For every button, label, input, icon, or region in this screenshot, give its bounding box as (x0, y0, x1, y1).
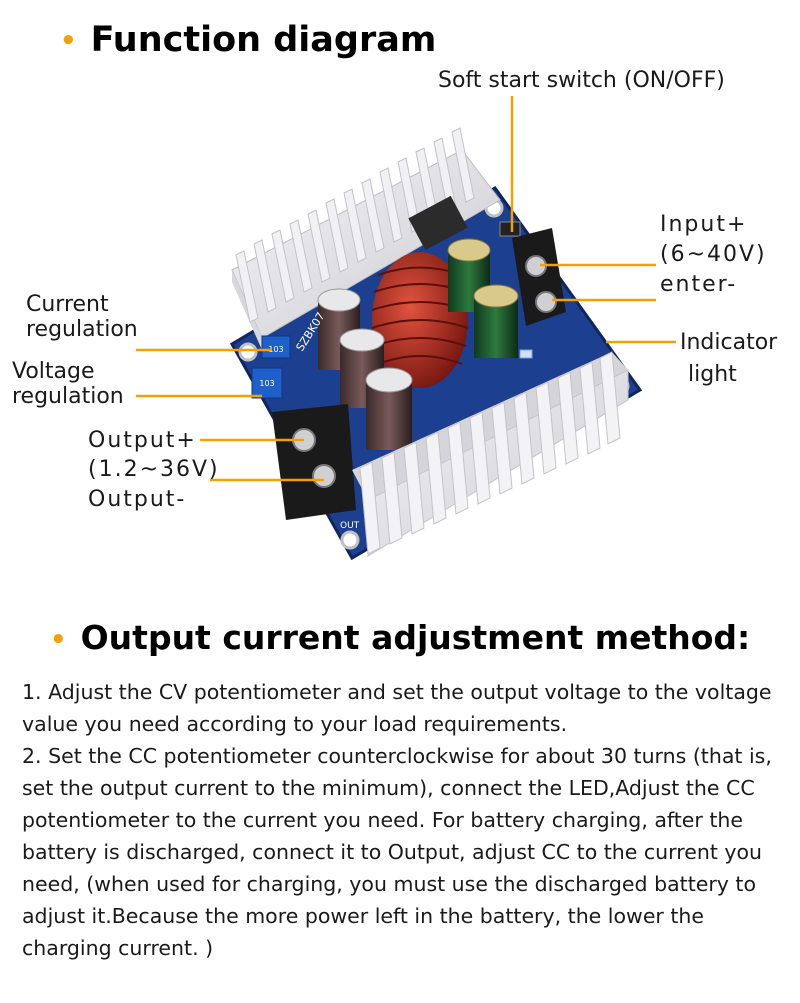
voltage-regulation-label-line2: regulation (12, 384, 124, 409)
converter-board-illustration: 103 103 SZBK07 OUT (136, 96, 676, 561)
indicator-light-label-line1: Indicator (680, 330, 778, 355)
pot-marking-cv: 103 (259, 379, 274, 388)
bullet-icon: • (50, 624, 67, 655)
instructions-text: 1. Adjust the CV potentiometer and set t… (22, 676, 784, 964)
function-diagram-heading: • Function diagram (60, 20, 436, 60)
soft-start-switch-label: Soft start switch (ON/OFF) (438, 68, 725, 93)
capacitor-green-2 (473, 284, 519, 358)
current-regulation-label-line2: regulation (26, 317, 138, 342)
adjustment-method-title: Output current adjustment method: (80, 618, 751, 657)
capacitor-left-3 (365, 367, 413, 450)
output-minus-label: Output- (88, 487, 187, 512)
output-plus-label: Output+ (88, 428, 197, 453)
input-minus-label: enter- (660, 272, 738, 297)
function-diagram-title: Function diagram (90, 20, 437, 60)
bullet-icon: • (60, 26, 77, 56)
mounting-hole (238, 342, 258, 362)
capacitor-green-1 (447, 238, 491, 312)
voltage-regulation-label-line1: Voltage (12, 359, 95, 384)
output-terminal-block (272, 404, 356, 520)
regulator-ic (408, 195, 468, 251)
adjustment-method-heading: • Output current adjustment method: (50, 618, 750, 657)
rear-heatsink (231, 127, 501, 350)
front-heatsink (352, 351, 629, 557)
input-range-label: (6~40V) (660, 242, 767, 267)
indicator-led (519, 349, 533, 359)
input-plus-label: Input+ (660, 212, 748, 237)
instruction-step-2: 2. Set the CC potentiometer counterclock… (22, 744, 772, 960)
instruction-step-1: 1. Adjust the CV potentiometer and set t… (22, 680, 772, 736)
input-terminal-block (512, 228, 566, 326)
voltage-potentiometer: 103 (251, 367, 283, 399)
mounting-hole (340, 530, 360, 550)
current-potentiometer: 103 (261, 335, 291, 359)
board-silkscreen-out: OUT (340, 521, 360, 531)
callout-lines (136, 96, 676, 482)
soft-start-switch (499, 221, 521, 237)
output-range-label: (1.2~36V) (88, 457, 220, 482)
current-regulation-label-line1: Current (26, 292, 109, 317)
pot-marking-cc: 103 (268, 345, 283, 354)
indicator-light-label-line2: light (688, 362, 737, 387)
